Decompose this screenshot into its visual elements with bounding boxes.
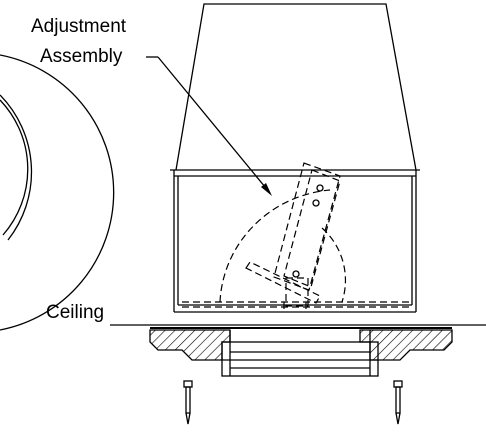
trim-ring [221,330,379,377]
mounting-screw-left [183,380,193,425]
left-circle-view [0,54,115,331]
mounting-screw-right [393,380,403,425]
fixture-housing [170,3,420,171]
adjustment-label-line2: Assembly [40,46,123,67]
ceiling-flange [149,329,453,361]
adjustment-leader [146,56,272,196]
adjustment-assembly [182,162,410,309]
enclosure-box [173,170,417,313]
ceiling-label: Ceiling [46,302,104,323]
adjustment-label-line1: Adjustment [31,16,127,37]
ceiling-line [110,324,486,329]
